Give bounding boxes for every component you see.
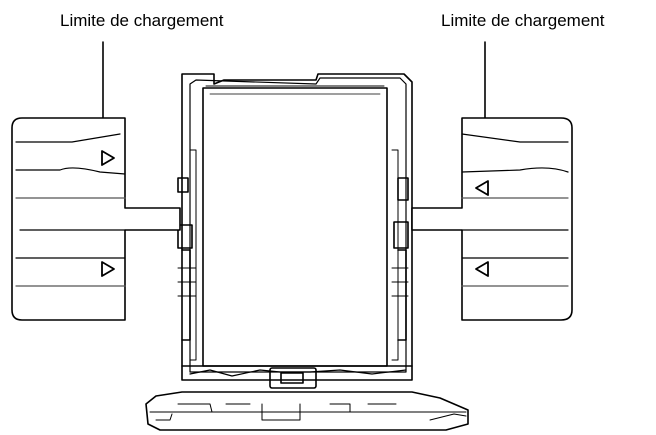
triangle-left-icon bbox=[475, 261, 489, 277]
load-limit-label-left: Limite de chargement bbox=[60, 11, 224, 30]
zoom-panel-left bbox=[11, 117, 181, 321]
rear-paper-guide bbox=[269, 367, 317, 389]
triangle-left-icon bbox=[475, 180, 489, 196]
triangle-right-icon bbox=[101, 261, 115, 277]
left-side-guide bbox=[177, 149, 197, 361]
paper-stack bbox=[202, 87, 388, 367]
right-side-guide bbox=[391, 149, 409, 361]
zoom-panel-right bbox=[411, 117, 573, 321]
cassette-front-base bbox=[145, 391, 469, 431]
paper-cassette bbox=[145, 73, 469, 431]
triangle-right-icon bbox=[101, 150, 115, 166]
load-limit-label-right: Limite de chargement bbox=[441, 11, 605, 30]
